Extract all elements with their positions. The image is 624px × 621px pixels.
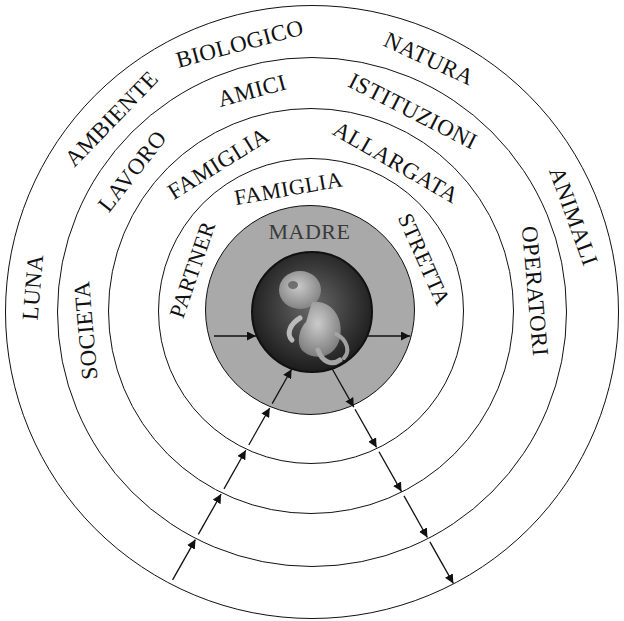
ring-label: BIOLOGICO <box>173 15 306 73</box>
ring-label: SOCIETA <box>69 280 103 381</box>
inward-arrow <box>198 494 221 534</box>
outward-arrow <box>404 496 427 538</box>
ring-label: AMICI <box>215 70 289 113</box>
inward-arrow <box>272 369 291 403</box>
fetus-circle <box>252 252 372 372</box>
inward-arrow <box>173 540 196 580</box>
inward-arrow <box>214 335 256 336</box>
outward-arrow <box>379 452 402 492</box>
fetus-figure <box>279 271 347 363</box>
ring-label: NATURA <box>380 27 478 91</box>
outward-arrow <box>355 409 377 447</box>
outward-arrow <box>368 335 410 336</box>
inward-arrow <box>249 408 270 445</box>
ring-label: OPERATORI <box>516 225 553 357</box>
ring-label: ANIMALI <box>544 163 603 269</box>
ring-label: MADRE <box>269 220 351 244</box>
outward-arrow <box>332 369 353 407</box>
ring-label: FAMIGLIA <box>232 167 344 210</box>
outward-arrow <box>430 542 453 584</box>
ring-label: LUNA <box>17 253 48 321</box>
inward-arrow <box>224 450 246 489</box>
